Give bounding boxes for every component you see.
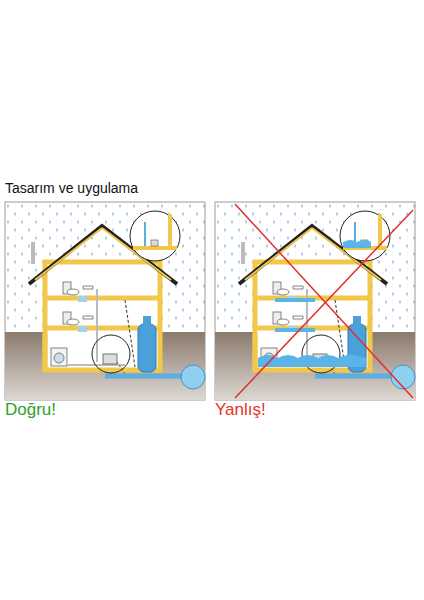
cross-line bbox=[235, 210, 413, 398]
house-drawing bbox=[215, 202, 415, 400]
flood-water bbox=[343, 240, 371, 248]
cross-line bbox=[235, 204, 413, 398]
title: Tasarım ve uygulama bbox=[5, 181, 138, 196]
flood-water bbox=[275, 328, 315, 332]
verdict-label: Doğru! bbox=[5, 401, 56, 420]
correct-panel bbox=[5, 202, 205, 400]
flood-water bbox=[275, 298, 315, 302]
house-drawing bbox=[5, 202, 205, 400]
wrong-panel bbox=[215, 202, 415, 400]
verdict-label: Yanlış! bbox=[215, 401, 266, 420]
